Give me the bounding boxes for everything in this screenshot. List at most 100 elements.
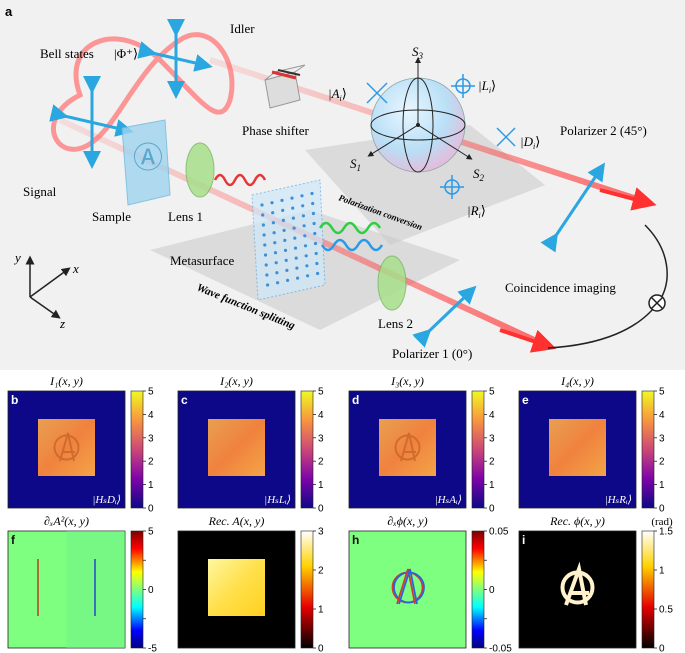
polarizer-2-label: Polarizer 2 (45°) xyxy=(560,123,647,138)
colorbar-tick-label: 2 xyxy=(489,457,495,468)
colorbar-tick-label: 3 xyxy=(148,433,154,444)
lens-1-label: Lens 1 xyxy=(168,209,203,224)
state-L-circle xyxy=(451,74,475,98)
ket-L-main: |L xyxy=(478,78,489,93)
logo-relief-icon xyxy=(394,432,421,462)
sample-logo-icon: Ⓐ xyxy=(133,142,163,175)
colorbar-tick-label: 0 xyxy=(318,644,324,653)
panel-a-letter: a xyxy=(5,4,13,19)
bell-states-label: Bell states xyxy=(40,46,94,61)
metasurface-atom xyxy=(314,251,318,256)
s2-label: S2 xyxy=(473,166,485,183)
metasurface-atom xyxy=(264,263,268,267)
intensity-square xyxy=(549,419,606,476)
colorbar-tick-label: 0 xyxy=(659,504,665,515)
metasurface-atom xyxy=(302,224,306,228)
polarization-platform xyxy=(305,125,545,245)
phase-shifter-label: Phase shifter xyxy=(242,123,309,138)
metasurface-atom xyxy=(296,276,300,280)
metasurface-atom xyxy=(261,213,265,217)
colorbar-tick-label: 1 xyxy=(659,566,665,577)
colorbar-tick-label: 5 xyxy=(489,387,495,398)
colorbar-tick-label: 0.5 xyxy=(659,605,673,616)
sample-plate xyxy=(121,119,171,206)
bell-states-ket: |Φ⁺⟩ xyxy=(114,46,138,61)
s3-label: S3 xyxy=(412,44,424,61)
colorbar xyxy=(471,390,485,509)
metasurface-atom xyxy=(311,201,315,206)
intensity-square xyxy=(38,419,95,476)
colorbar xyxy=(300,530,314,649)
polarizer-1 xyxy=(412,285,477,348)
ket-L-sub: i xyxy=(489,86,491,95)
colorbar-tick-label: 4 xyxy=(148,410,154,421)
polarizer-2 xyxy=(540,162,606,253)
polarizer-1-label: Polarizer 1 (0°) xyxy=(392,346,472,361)
ket-L-close: ⟩ xyxy=(491,78,496,93)
colorbar-tick-label: 5 xyxy=(148,387,154,398)
ket-R-main: |R xyxy=(467,203,479,218)
colorbar-tick-label: 0 xyxy=(148,504,154,515)
ket-R-label: |Ri⟩ xyxy=(467,203,486,220)
coincidence-detector-icon xyxy=(648,294,666,312)
ket-A-main: |A xyxy=(328,86,340,101)
colorbar-tick-label: 1 xyxy=(318,480,324,491)
metasurface-atom xyxy=(281,208,285,212)
s1-sub: 1 xyxy=(357,163,362,173)
colorbar-tick-label: 3 xyxy=(318,433,324,444)
signal-label: Signal xyxy=(23,184,57,199)
metasurface-atom xyxy=(270,201,274,205)
panel-letter: b xyxy=(11,393,18,407)
metasurface-atom xyxy=(294,256,298,260)
metasurface-atom xyxy=(286,278,290,282)
ket-L-label: |Li⟩ xyxy=(478,78,496,95)
metasurface-atom xyxy=(261,223,265,227)
metasurface-atom xyxy=(275,271,279,275)
colorbar-tick-label: -0.05 xyxy=(489,644,512,653)
coordinate-axes xyxy=(25,255,71,319)
colorbar-tick-label: 5 xyxy=(148,527,154,538)
metasurface xyxy=(251,179,326,301)
colorbar-tick-label: 3 xyxy=(318,527,324,538)
metasurface-atom xyxy=(312,221,316,226)
colorbar-tick-label: -5 xyxy=(148,644,157,653)
ket-D-label: |Di⟩ xyxy=(520,134,540,151)
heatmap-title: Rec. ϕ(x, y) xyxy=(549,514,605,528)
state-R-circle xyxy=(440,175,464,199)
metasurface-atom xyxy=(273,241,277,245)
blue-wave xyxy=(320,238,384,252)
signal-polarization-cross xyxy=(49,76,134,169)
s1-letter: S xyxy=(350,156,357,171)
axis-x-label: x xyxy=(72,261,79,276)
idler-output-arrow xyxy=(599,187,657,211)
ket-R-sub: i xyxy=(479,211,481,220)
colorbar xyxy=(130,530,144,649)
heatmap-panel-i: Rec. ϕ(x, y)i1.510.50(rad) xyxy=(518,514,673,653)
colorbar-tick-label: 1 xyxy=(659,480,665,491)
colorbar xyxy=(641,390,655,509)
colorbar-tick-label: 0.05 xyxy=(489,527,509,538)
metasurface-atom xyxy=(272,231,276,235)
colorbar-unit: (rad) xyxy=(651,516,673,528)
phase-logo-icon xyxy=(560,561,595,606)
metasurface-label: Metasurface xyxy=(170,253,234,268)
colorbar-tick-label: 4 xyxy=(659,410,665,421)
s3-letter: S xyxy=(412,44,419,59)
amplitude-square xyxy=(208,559,265,616)
metasurface-atom xyxy=(292,226,296,230)
panel-letter: c xyxy=(181,393,188,407)
heatmap-title: ∂ₓϕ(x, y) xyxy=(387,514,427,528)
ket-A-sub: i xyxy=(340,94,342,103)
colorbar-tick-label: 4 xyxy=(318,410,324,421)
metasurface-atom xyxy=(266,283,270,287)
colorbar-tick-label: 0 xyxy=(659,644,665,653)
heatmap-title: I₁(x, y) xyxy=(49,374,83,388)
metasurface-atom xyxy=(301,214,305,218)
metasurface-atom xyxy=(274,261,278,265)
logo-relief-icon xyxy=(53,432,80,462)
metasurface-atom xyxy=(290,196,294,200)
